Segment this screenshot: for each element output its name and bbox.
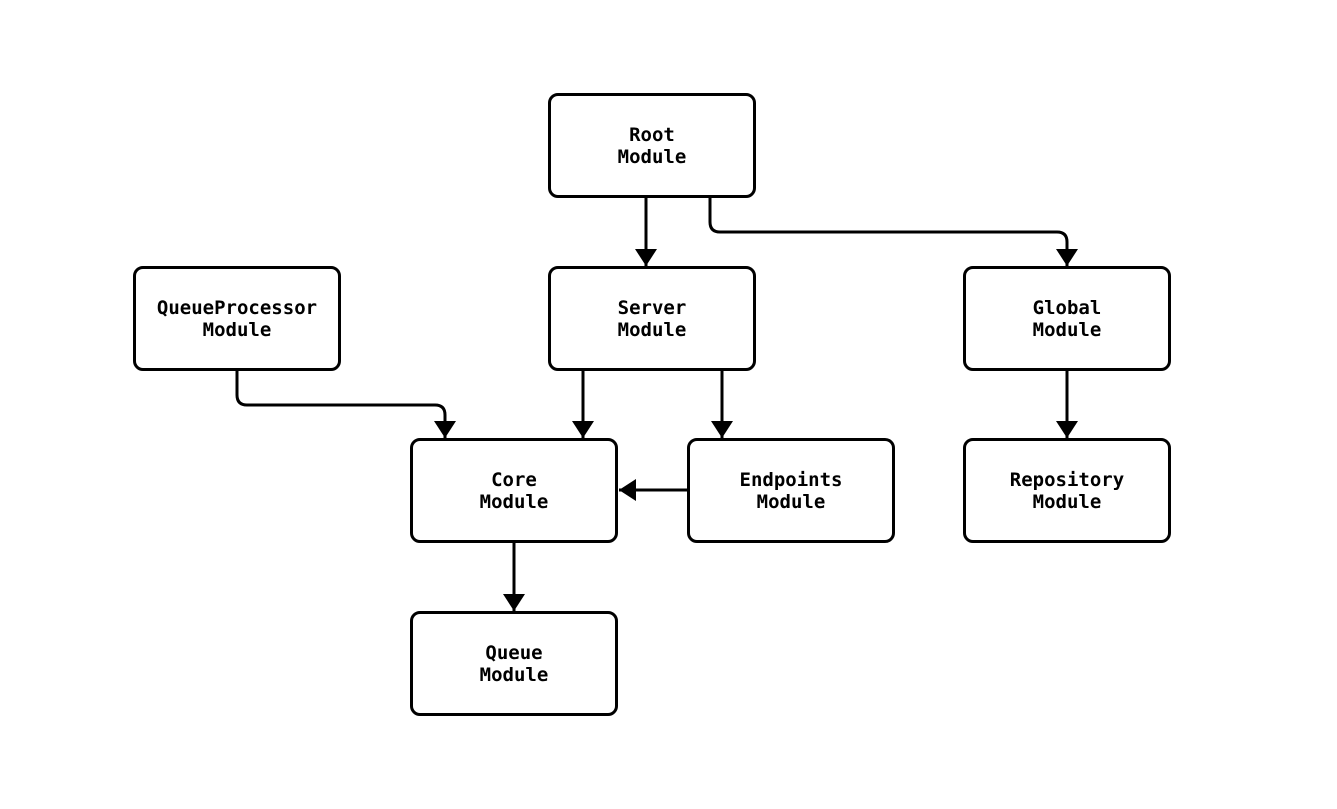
node-queueprocessor-module-label: QueueProcessor Module <box>156 296 318 341</box>
node-core-module-label: Core Module <box>479 468 549 513</box>
node-global-module: Global Module <box>963 266 1171 371</box>
node-queue-module-label: Queue Module <box>479 641 549 686</box>
node-global-module-label: Global Module <box>1032 296 1102 341</box>
node-server-module-label: Server Module <box>617 296 687 341</box>
edge-root-module-to-global-module <box>708 198 1078 266</box>
node-queueprocessor-module: QueueProcessor Module <box>133 266 341 371</box>
node-root-module-label: Root Module <box>617 123 687 168</box>
node-endpoints-module: Endpoints Module <box>687 438 895 543</box>
edge-queueprocessor-module-to-core-module <box>235 371 456 438</box>
node-repository-module: Repository Module <box>963 438 1171 543</box>
node-server-module: Server Module <box>548 266 756 371</box>
node-core-module: Core Module <box>410 438 618 543</box>
node-root-module: Root Module <box>548 93 756 198</box>
node-endpoints-module-label: Endpoints Module <box>739 468 843 513</box>
node-repository-module-label: Repository Module <box>1009 468 1125 513</box>
node-queue-module: Queue Module <box>410 611 618 716</box>
